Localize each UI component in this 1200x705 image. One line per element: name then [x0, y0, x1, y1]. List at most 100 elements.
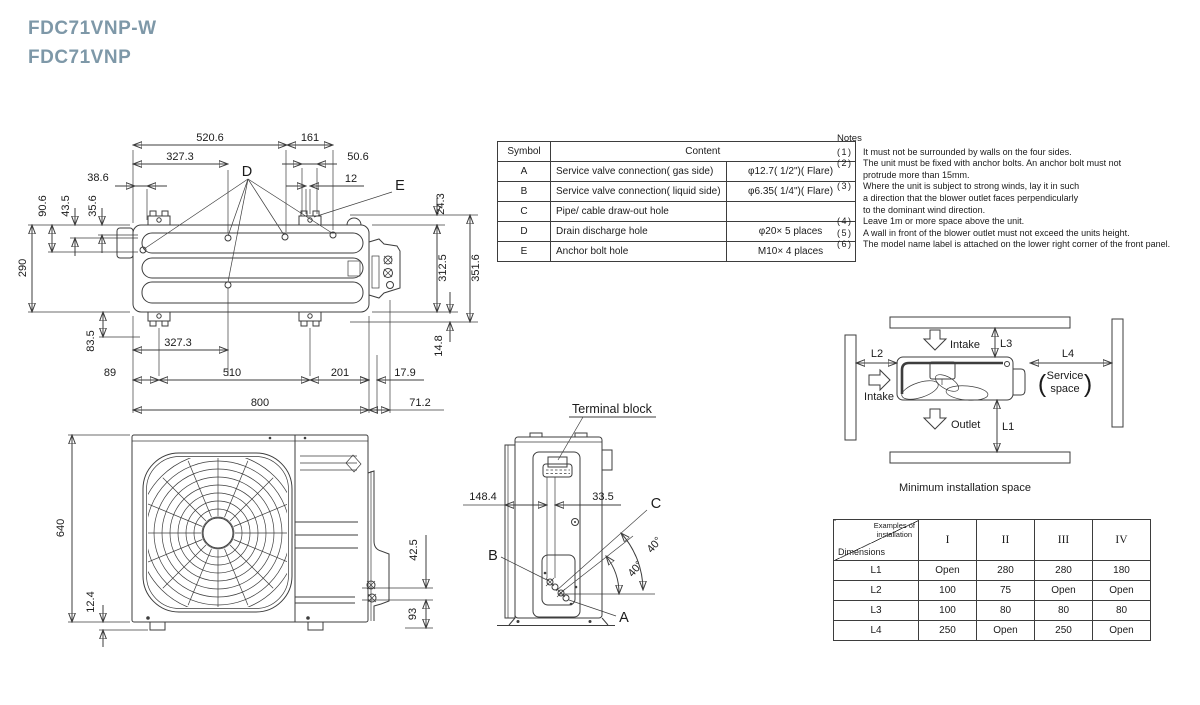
note-number: (1) — [837, 146, 853, 157]
dim-label: 12 — [345, 173, 357, 185]
table-row: L2 100 75 Open Open — [833, 580, 1151, 601]
column-header: IV — [1092, 519, 1151, 561]
dim-label: 17.9 — [394, 367, 415, 379]
dim-label: 24.3 — [435, 193, 447, 214]
column-header: III — [1034, 519, 1093, 561]
table-row: A Service valve connection( gas side) φ1… — [497, 161, 856, 182]
outlet-arrow-icon — [922, 408, 948, 430]
dim-label: 83.5 — [85, 330, 97, 351]
corner-header-bottom: Dimensions — [838, 547, 886, 557]
note-text: The unit must be fixed with anchor bolts… — [863, 158, 1122, 180]
dim-label: 14.8 — [433, 335, 445, 356]
airflow-arrows: Intake Intake Outlet — [864, 329, 980, 431]
installation-space-diagram: L2 L3 L4 L1 Intake Intake Outlet ( Servi… — [844, 316, 1124, 494]
content-cell: Anchor bolt hole — [550, 241, 727, 262]
dim-label: 89 — [104, 367, 116, 379]
table-row: B Service valve connection( liquid side)… — [497, 181, 856, 202]
dim-label: 50.6 — [347, 151, 368, 163]
terminal-block-callout: Terminal block — [557, 402, 656, 461]
dim-label: 40° — [626, 559, 646, 579]
dim-label: 93 — [407, 608, 419, 620]
top-view-dimensions: 520.6 161 327.3 50.6 38.6 12 290 90.6 43… — [17, 132, 482, 413]
note-text: A wall in front of the blower outlet mus… — [863, 227, 1130, 238]
side-view-angle-dimensions: 40° 40° — [555, 509, 665, 594]
symbol-cell: A — [497, 161, 551, 182]
note-text: The model name label is attached on the … — [863, 239, 1171, 250]
column-header: I — [918, 519, 977, 561]
note-item: (3) Where the unit is subject to strong … — [837, 181, 1197, 216]
spec-cell: φ6.35( 1/4")( Flare) — [725, 181, 856, 202]
dim-name-cell: L2 — [833, 580, 919, 601]
top-view-callouts: D E — [143, 164, 405, 283]
side-view-pipe-dimensions: 148.4 33.5 — [463, 491, 621, 505]
value-cell: 100 — [918, 580, 977, 601]
table-row: D Drain discharge hole φ20× 5 places — [497, 221, 856, 242]
diagram-caption: Minimum installation space — [899, 482, 1031, 494]
dim-label: 312.5 — [437, 254, 449, 282]
dim-label: 640 — [55, 519, 67, 537]
corner-header-top: Examples of installation — [873, 521, 915, 539]
dim-name-cell: L4 — [833, 620, 919, 641]
value-cell: 100 — [918, 600, 977, 621]
top-view-unit-outline — [116, 210, 401, 327]
value-cell: 80 — [1034, 600, 1093, 621]
dim-label: 90.6 — [37, 195, 49, 216]
content-cell: Pipe/ cable draw-out hole — [550, 201, 727, 222]
dim-label: 161 — [301, 132, 319, 144]
outlet-label: Outlet — [951, 419, 980, 431]
content-cell: Drain discharge hole — [550, 221, 727, 242]
note-item: (1) It must not be surrounded by walls o… — [837, 147, 1197, 159]
installation-dimensions-table: Examples of installation Dimensions I II… — [833, 519, 1151, 641]
service-space-label: Service — [1047, 370, 1084, 382]
table-row: E Anchor bolt hole M10× 4 places — [497, 241, 856, 262]
value-cell: 80 — [976, 600, 1035, 621]
dim-label: 33.5 — [592, 491, 613, 503]
spec-cell: φ20× 5 places — [725, 221, 856, 242]
note-item: (5) A wall in front of the blower outlet… — [837, 228, 1197, 240]
front-view-drawing: 640 12.4 42.5 93 — [55, 425, 433, 647]
dim-label: 351.6 — [470, 254, 482, 282]
table-row: L4 250 Open 250 Open — [833, 620, 1151, 641]
dim-label: 148.4 — [469, 491, 497, 503]
note-number: (4) — [837, 216, 853, 227]
column-header-symbol: Symbol — [497, 141, 551, 162]
dim-label: 290 — [17, 259, 29, 277]
dim-label: 35.6 — [87, 195, 99, 216]
dim-label: 43.5 — [60, 195, 72, 216]
table-row: C Pipe/ cable draw-out hole — [497, 201, 856, 222]
clearance-dimensions: L2 L3 L4 L1 — [856, 328, 1112, 452]
side-view-symbol-callouts: B A C — [488, 496, 661, 626]
column-header-content: Content — [550, 141, 856, 162]
walls — [844, 316, 1124, 464]
symbol-c-label: C — [651, 496, 661, 512]
value-cell: Open — [1092, 620, 1151, 641]
note-text: Where the unit is subject to strong wind… — [863, 181, 1080, 215]
spec-cell: φ12.7( 1/2")( Flare) — [725, 161, 856, 182]
dim-label: 327.3 — [166, 151, 194, 163]
service-space-label: space — [1050, 383, 1079, 395]
intake-left-label: Intake — [864, 391, 894, 403]
spec-cell: M10× 4 places — [725, 241, 856, 262]
symbol-b-label: B — [488, 548, 498, 564]
table-row: L1 Open 280 280 180 — [833, 560, 1151, 581]
model-title: FDC71VNP-W FDC71VNP — [28, 14, 157, 72]
value-cell: Open — [1034, 580, 1093, 601]
content-cell: Service valve connection( liquid side) — [550, 181, 727, 202]
note-item: (2) The unit must be fixed with anchor b… — [837, 158, 1197, 181]
dim-label: 12.4 — [85, 591, 97, 612]
symbol-d-label: D — [242, 164, 252, 180]
symbol-table: Symbol Content A Service valve connectio… — [497, 141, 856, 262]
dim-label: 800 — [251, 397, 269, 409]
symbol-cell: B — [497, 181, 551, 202]
symbol-cell: C — [497, 201, 551, 222]
note-item: (4) Leave 1m or more space above the uni… — [837, 216, 1197, 228]
value-cell: 180 — [1092, 560, 1151, 581]
value-cell: 250 — [1034, 620, 1093, 641]
dim-label: 40° — [645, 535, 665, 555]
value-cell: Open — [976, 620, 1035, 641]
side-view-drawing: Terminal block 148.4 33.5 40° 40° B A C — [463, 402, 665, 626]
value-cell: 280 — [976, 560, 1035, 581]
note-number: (2) — [837, 158, 853, 169]
value-cell: 80 — [1092, 600, 1151, 621]
dim-label: L3 — [1000, 338, 1012, 350]
